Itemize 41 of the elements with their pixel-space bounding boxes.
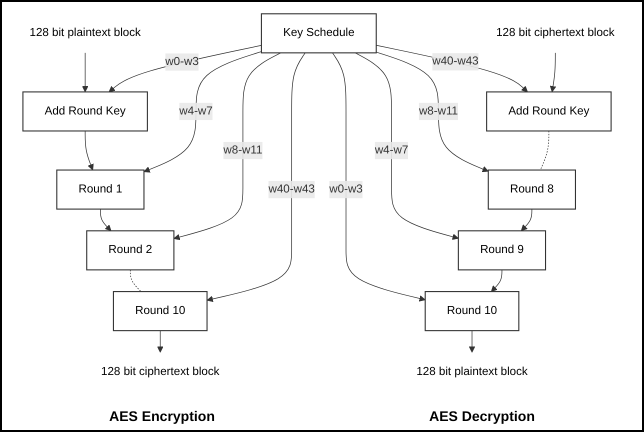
arrow	[206, 52, 306, 302]
edge-label: w0-w3	[165, 56, 199, 68]
node-text: 128 bit plaintext block	[30, 27, 141, 40]
edge-label: w8-w11	[223, 144, 262, 157]
arrow	[84, 131, 94, 171]
arrow	[376, 45, 528, 93]
node-box: Add Round Key	[486, 92, 612, 132]
node-text: 128 bit ciphertext block	[496, 27, 614, 40]
arrow	[354, 52, 459, 240]
node-box: Round 8	[488, 170, 576, 210]
edge-label: w4-w7	[374, 144, 408, 157]
arrow	[108, 45, 262, 93]
node-box: Round 10	[112, 291, 208, 332]
node-box: Round 10	[424, 291, 520, 332]
edge-label: w40-w43	[268, 183, 315, 196]
column-caption: AES Decryption	[429, 408, 535, 424]
arrow	[550, 52, 556, 93]
connector	[130, 270, 142, 292]
arrow	[520, 209, 532, 232]
arrow	[144, 52, 262, 173]
arrow	[100, 209, 112, 232]
edge-label: w8-w11	[418, 105, 458, 118]
node-text: 128 bit ciphertext block	[101, 366, 220, 378]
node-box: Round 1	[56, 170, 144, 210]
node-text: 128 bit plaintext block	[416, 366, 528, 378]
edge-label: w4-w7	[179, 105, 213, 118]
arrow	[174, 52, 282, 241]
node-box: Add Round Key	[22, 92, 148, 132]
column-caption: AES Encryption	[109, 408, 215, 424]
edge-label: w40-w43	[432, 56, 479, 68]
arrow	[82, 52, 88, 93]
arrow	[376, 52, 489, 172]
arrow	[490, 270, 502, 292]
node-box: Key Schedule	[260, 14, 377, 54]
arrow	[332, 52, 426, 302]
node-box: Round 9	[458, 230, 546, 271]
arrow	[468, 330, 476, 354]
arrow	[157, 330, 164, 354]
edge-label: w0-w3	[329, 183, 363, 196]
connector	[540, 131, 550, 171]
node-box: Round 2	[86, 230, 174, 271]
